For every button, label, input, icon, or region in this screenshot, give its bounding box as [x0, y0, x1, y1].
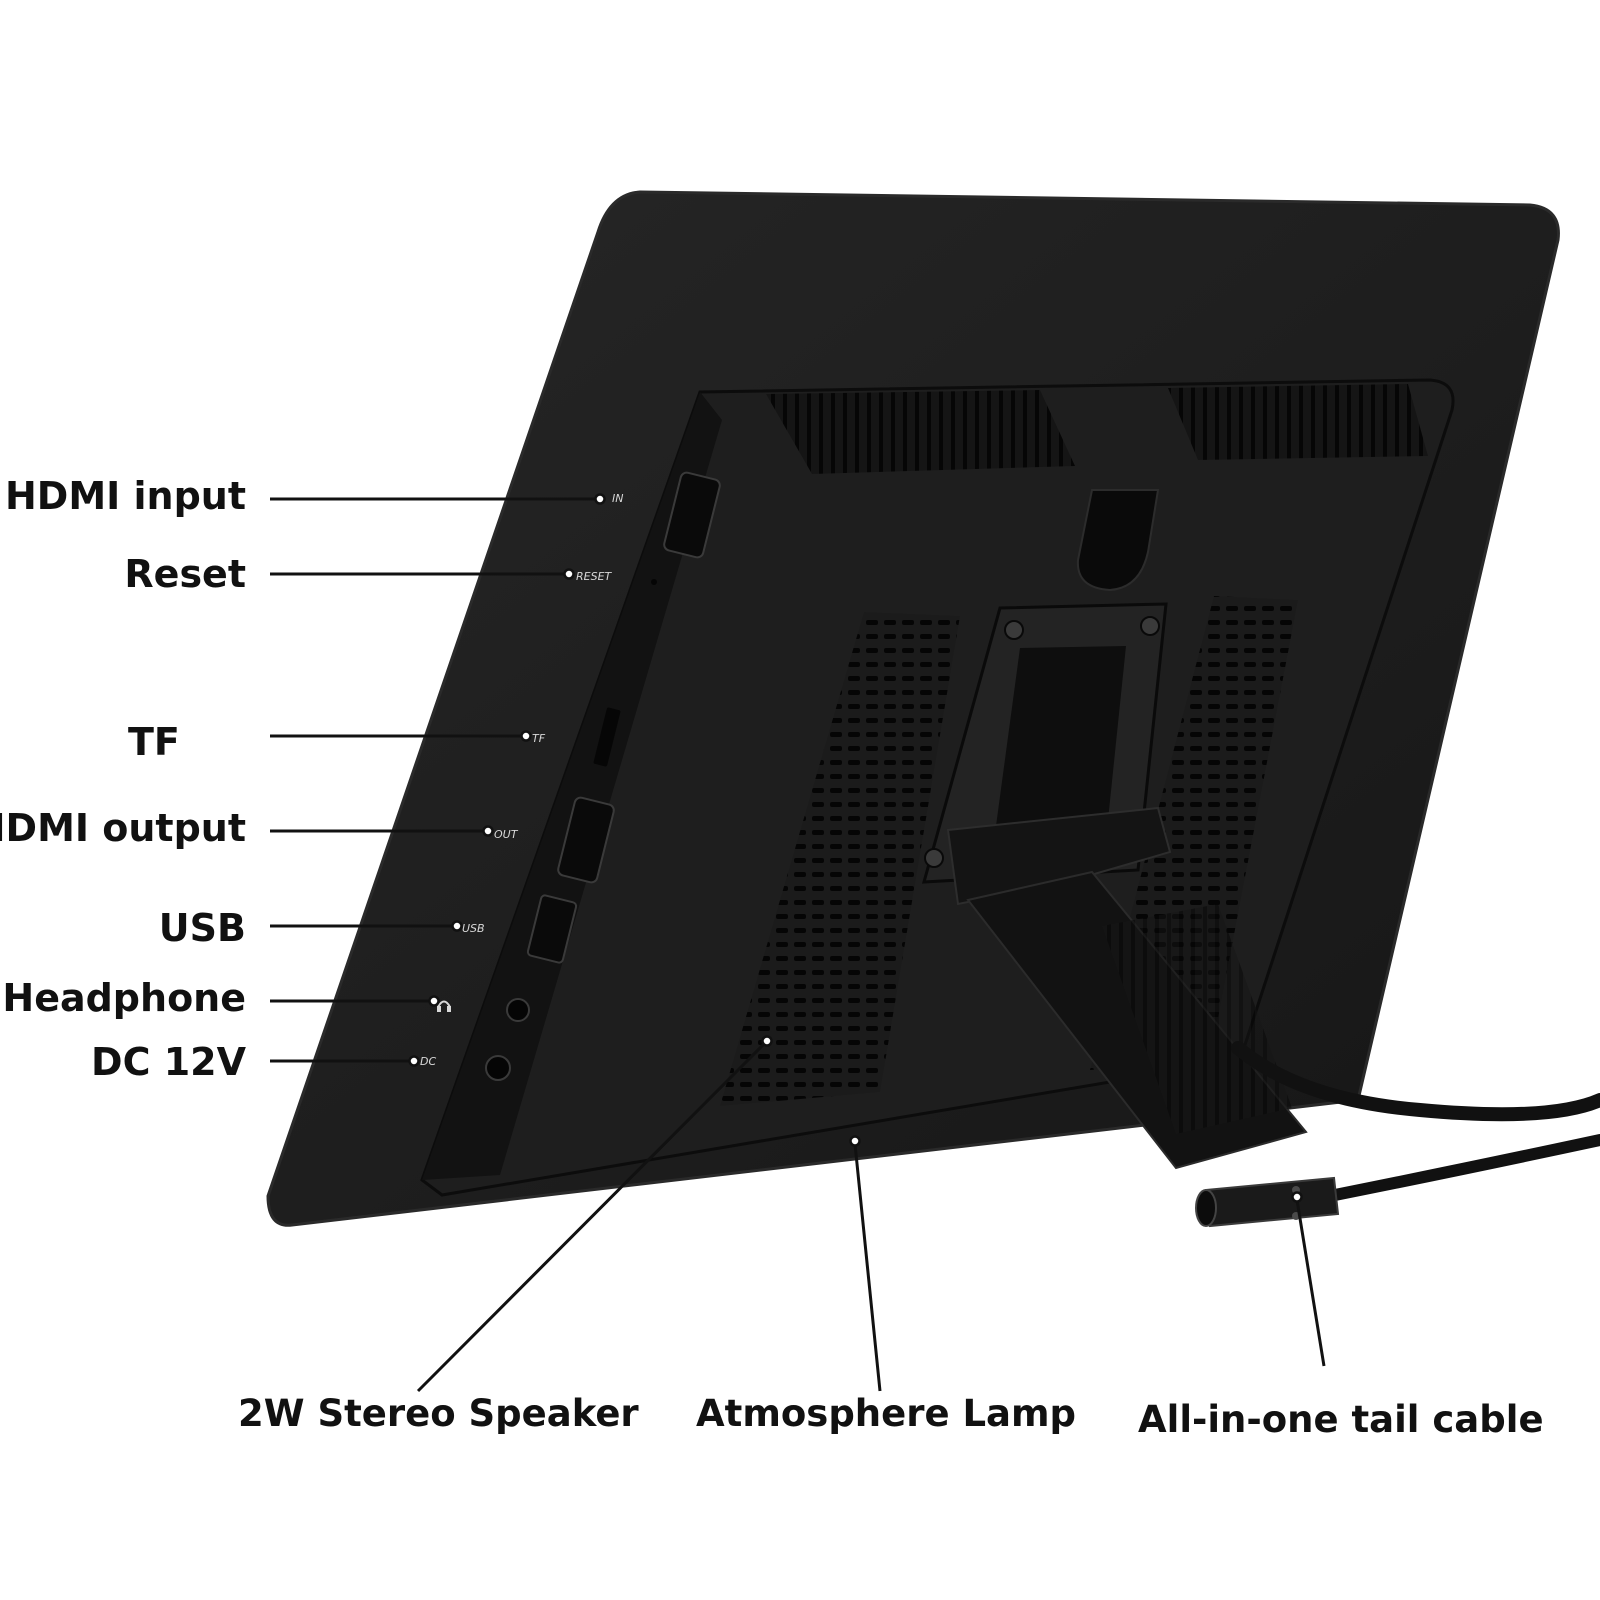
hdmi-output-port	[557, 796, 615, 884]
speaker-grille-left	[720, 612, 960, 1106]
kickstand-hinge	[946, 806, 1172, 906]
mount-slot	[996, 646, 1126, 826]
tf-card-slot	[593, 707, 621, 767]
usb-port	[526, 894, 578, 964]
tail-cable-lower	[1324, 1134, 1600, 1202]
port-tag-reset: RESET	[576, 570, 613, 583]
port-tag-tf: TF	[532, 732, 546, 745]
leader-lines	[270, 497, 1326, 1393]
port-tag-usb: USB	[462, 922, 485, 935]
hdmi-input-port	[663, 471, 721, 559]
tail-cable	[1231, 1041, 1600, 1122]
label-tail-cable: All-in-one tail cable	[1138, 1398, 1544, 1441]
label-tf: TF	[128, 720, 180, 764]
port-tag-out: OUT	[494, 828, 519, 841]
label-usb: USB	[158, 906, 246, 950]
dc-jack	[485, 1055, 511, 1081]
label-stereo-speaker: 2W Stereo Speaker	[238, 1392, 639, 1435]
mount-screw-icon	[924, 848, 944, 868]
label-hdmi-input: HDMI input	[4, 474, 246, 518]
kickstand-ridges	[1102, 904, 1292, 1134]
mount-screw-icon	[1004, 620, 1024, 640]
label-hdmi-output: HDMI output	[0, 806, 246, 850]
label-headphone: Headphone	[2, 976, 246, 1020]
headphone-jack	[506, 998, 530, 1022]
top-vent-right	[1168, 384, 1428, 460]
headphone-icon	[437, 1000, 451, 1012]
label-dc-12v: DC 12V	[91, 1040, 246, 1084]
label-reset: Reset	[124, 552, 246, 596]
handle-notch	[1076, 489, 1160, 592]
port-side-panel	[422, 392, 722, 1180]
cable-connector	[1195, 1176, 1340, 1228]
top-vent-left	[766, 390, 1075, 474]
reset-hole	[651, 579, 657, 585]
mount-screw-icon	[1140, 616, 1160, 636]
label-atmosphere-lamp: Atmosphere Lamp	[696, 1392, 1077, 1435]
port-tag-dc: DC	[420, 1055, 436, 1068]
leader-endpoints	[408, 493, 1303, 1203]
port-tag-in: IN	[612, 492, 623, 505]
